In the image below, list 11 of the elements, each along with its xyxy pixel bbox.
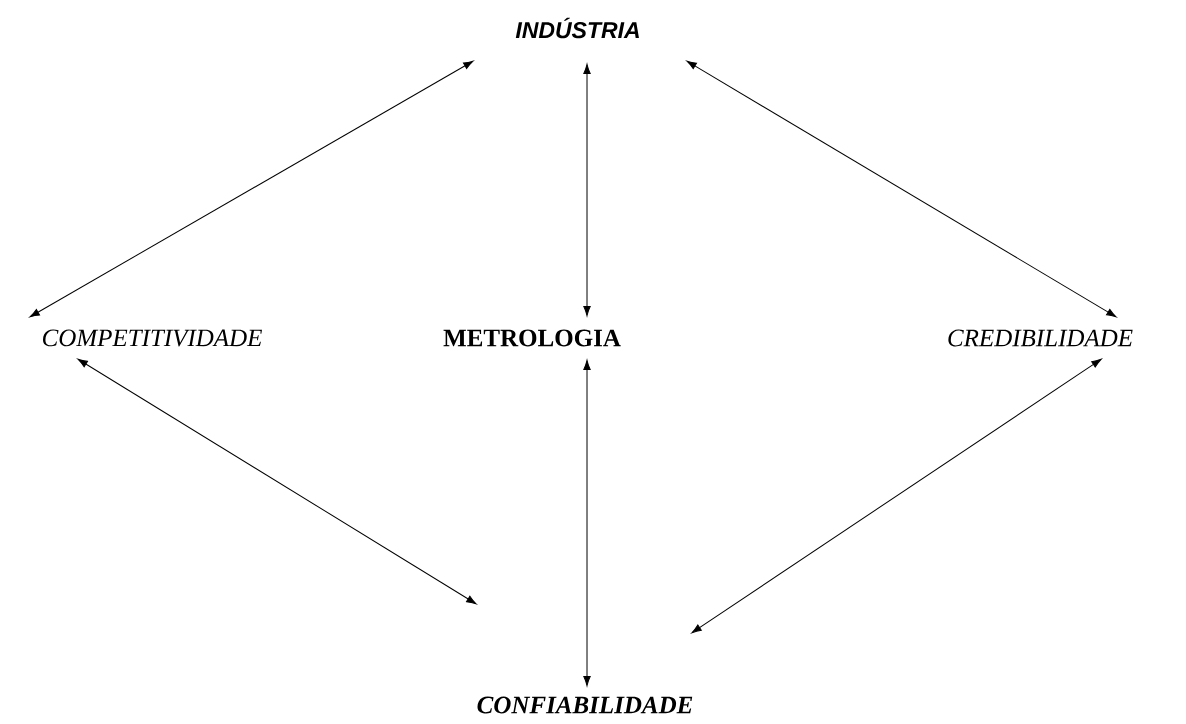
- word-label: COMPETITIVIDADE: [43, 329, 262, 347]
- double-arrow: [77, 358, 477, 605]
- double-arrow: [691, 358, 1102, 634]
- word-label: CREDIBILIDADE: [948, 329, 1133, 347]
- double-arrow: [29, 60, 474, 318]
- double-arrow: [583, 359, 591, 687]
- double-arrow: [686, 60, 1117, 318]
- word-label: INDÚSTRIA: [515, 17, 639, 39]
- double-arrow: [583, 63, 591, 317]
- word-label: METROLOGIA: [443, 329, 621, 347]
- word-label: CONFIABILIDADE: [477, 696, 693, 714]
